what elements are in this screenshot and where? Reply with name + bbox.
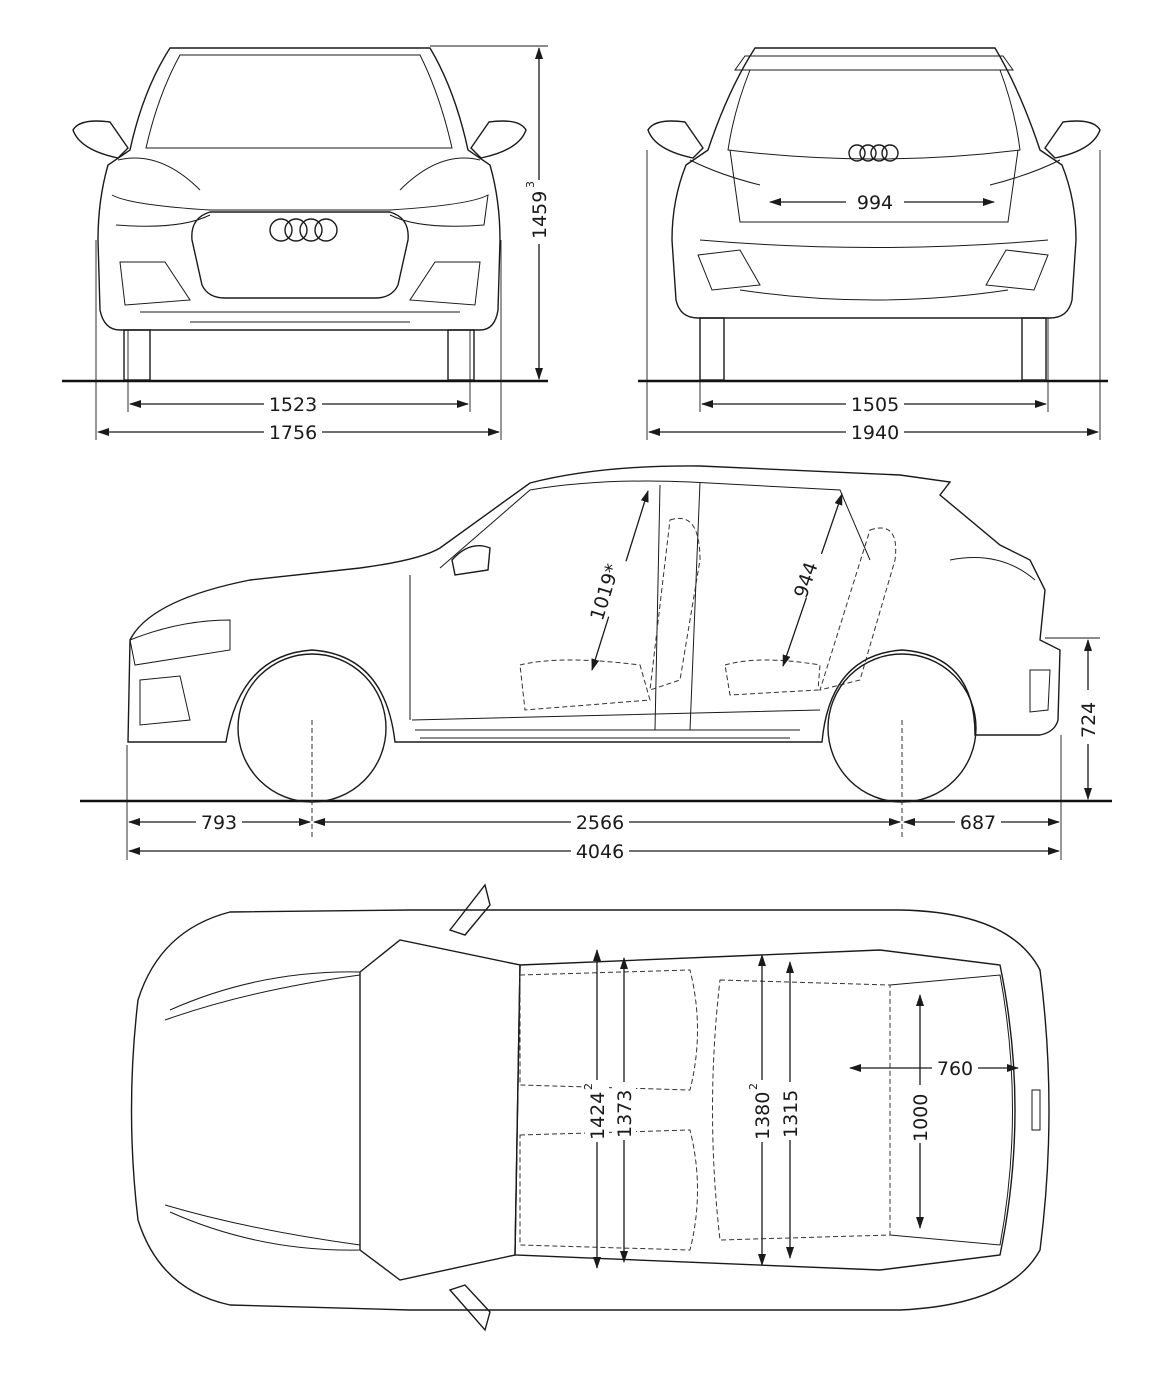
top-front-left-seat xyxy=(519,969,698,1091)
front-windscreen xyxy=(145,54,453,149)
top-windscreen xyxy=(359,939,521,1281)
front-elbow-sup: 2 xyxy=(582,1083,595,1090)
front-overhang-label: 793 xyxy=(201,812,237,834)
top-body-outline xyxy=(130,909,1050,1311)
front-shoulder-label: 1373 xyxy=(614,1090,636,1138)
boot-width-label: 1000 xyxy=(910,1094,932,1142)
top-bonnet-creases xyxy=(164,974,361,1246)
front-left-wheel xyxy=(123,329,151,381)
rear-bumper-lines xyxy=(699,239,1049,301)
wheelbase-label: 2566 xyxy=(576,812,624,834)
rear-window xyxy=(727,69,1021,160)
top-right-mirror xyxy=(448,1284,491,1332)
side-headlight xyxy=(129,619,231,666)
rear-overhang-label: 687 xyxy=(960,812,996,834)
rear-reflectors xyxy=(697,249,1049,291)
side-door-lines xyxy=(409,575,821,721)
top-front-right-seat xyxy=(519,1129,698,1251)
rear-right-wheel xyxy=(1021,317,1047,381)
rear-width-label: 1940 xyxy=(851,422,899,444)
side-view: 1019* 944 724 793 2566 687 4046 xyxy=(80,465,1112,863)
front-width-label: 1756 xyxy=(269,422,317,444)
rear-left-mirror xyxy=(647,120,704,159)
front-right-mirror xyxy=(470,120,527,159)
top-left-mirror xyxy=(448,883,491,936)
side-windows xyxy=(439,480,871,731)
front-bumper-lines xyxy=(140,311,460,323)
front-height-sup: 3 xyxy=(524,181,537,188)
rear-view: 994 1505 1940 xyxy=(638,47,1108,444)
rear-tailgate-label: 994 xyxy=(857,192,893,214)
top-roof xyxy=(514,949,1016,1271)
front-headlights xyxy=(111,194,489,227)
front-air-intakes xyxy=(119,261,481,306)
side-rear-seat xyxy=(724,527,897,696)
side-sill xyxy=(415,729,800,739)
boot-length-label: 760 xyxy=(937,1058,973,1080)
front-view: 1459 3 1523 1756 xyxy=(62,45,551,444)
front-rings-logo xyxy=(269,218,338,242)
rear-spoiler xyxy=(734,55,1014,71)
top-view: 1424 2 1373 1380 2 1315 1000 760 xyxy=(130,883,1050,1332)
front-right-wheel xyxy=(447,329,475,381)
side-taillight xyxy=(949,557,1036,581)
rear-rings-logo xyxy=(848,144,899,162)
rear-body-outline xyxy=(671,47,1077,319)
length-label: 4046 xyxy=(576,841,624,863)
rear-elbow-label: 1380 xyxy=(752,1092,774,1140)
front-bonnet-creases xyxy=(117,157,481,191)
side-rear-reflector xyxy=(1029,669,1051,713)
side-front-intake xyxy=(139,675,191,726)
front-grille xyxy=(191,211,409,299)
rear-track-label: 1505 xyxy=(851,394,899,416)
front-body-outline xyxy=(97,47,501,331)
rear-tailgate xyxy=(729,149,1019,223)
rear-taillights xyxy=(689,159,1061,186)
front-left-mirror xyxy=(72,120,129,159)
side-body-outline xyxy=(127,465,1061,743)
side-front-seat xyxy=(519,518,701,711)
top-rear-bench xyxy=(712,979,891,1241)
top-rear-logo xyxy=(1031,1089,1041,1131)
sill-height-label: 724 xyxy=(1078,702,1100,738)
front-height-label: 1459 xyxy=(529,191,551,239)
side-mirror xyxy=(451,545,491,576)
rear-right-mirror xyxy=(1044,120,1101,159)
top-bonnet xyxy=(169,971,361,1251)
rear-shoulder-label: 1315 xyxy=(780,1090,802,1138)
front-elbow-label: 1424 xyxy=(587,1092,609,1140)
top-rear-window xyxy=(889,974,1013,1246)
rear-elbow-sup: 2 xyxy=(747,1083,760,1090)
rear-left-wheel xyxy=(699,317,725,381)
front-track-label: 1523 xyxy=(269,394,317,416)
